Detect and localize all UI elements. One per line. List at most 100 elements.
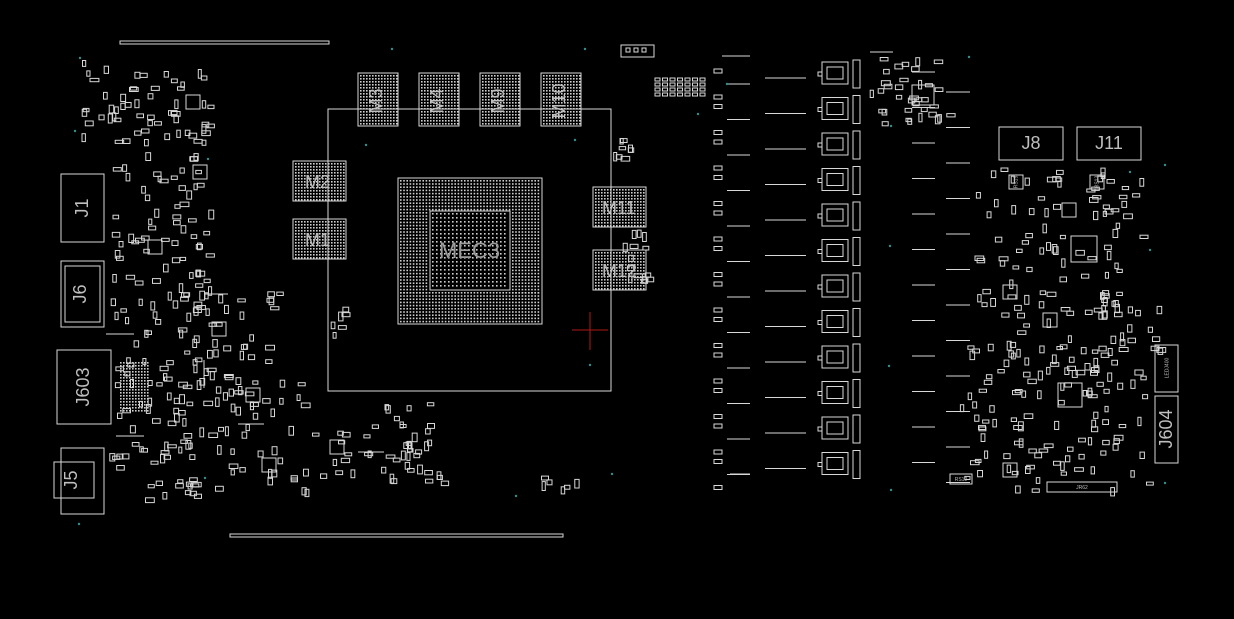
bga-ball xyxy=(307,230,309,232)
bga-ball xyxy=(637,210,639,212)
smd-pad xyxy=(133,340,140,348)
bga-ball xyxy=(310,227,312,229)
bga-ball xyxy=(460,237,462,239)
smd-pad xyxy=(288,425,294,436)
smd-pad xyxy=(224,375,234,381)
via-dot xyxy=(888,244,892,248)
bga-ball xyxy=(435,180,437,182)
bga-ball xyxy=(496,281,498,283)
bga-ball xyxy=(424,75,426,77)
bga-ball xyxy=(555,105,557,107)
bga-ball xyxy=(393,105,395,107)
bga-ball xyxy=(476,199,479,201)
bga-ball xyxy=(456,241,458,243)
bga-ball xyxy=(634,258,636,260)
bga-ball xyxy=(457,202,460,204)
smd-pad xyxy=(1066,310,1075,316)
bga-ball xyxy=(325,239,327,241)
bga-ball xyxy=(484,213,486,215)
resistor-rs15-outline xyxy=(1008,174,1024,190)
smd-pad xyxy=(413,452,421,459)
bga-ball xyxy=(564,96,566,98)
bga-ball xyxy=(396,90,398,92)
bga-ball xyxy=(521,228,524,230)
bga-ball xyxy=(521,272,524,275)
smd-pad xyxy=(1046,291,1057,297)
bga-ball xyxy=(322,227,324,229)
bga-ball xyxy=(464,257,466,259)
bga-ball xyxy=(295,233,297,235)
bga-ball xyxy=(460,183,463,185)
bga-ball xyxy=(515,288,517,291)
bga-ball xyxy=(454,304,456,307)
bga-ball xyxy=(496,186,498,188)
bga-ball xyxy=(598,216,600,218)
smd-pad xyxy=(1113,438,1120,445)
smd-pad xyxy=(426,402,435,407)
bga-ball xyxy=(419,208,421,211)
bga-ball xyxy=(497,84,499,86)
bga-ball xyxy=(464,196,466,198)
bga-ball xyxy=(480,183,482,185)
bga-ball xyxy=(579,99,581,101)
bga-ball xyxy=(439,81,441,83)
bga-ball xyxy=(457,205,460,208)
bga-ball xyxy=(518,317,520,320)
bga-ball xyxy=(448,281,450,283)
bga-ball xyxy=(337,221,339,223)
bga-ball xyxy=(616,258,618,260)
bga-ball xyxy=(503,111,505,113)
bga-ball xyxy=(427,114,429,116)
bga-ball xyxy=(457,295,460,297)
bga-ball xyxy=(416,285,418,288)
bga-ball xyxy=(518,295,520,297)
bga-ball xyxy=(482,87,484,89)
bga-ball xyxy=(497,114,499,116)
bga-ball xyxy=(472,257,474,259)
bga-ball xyxy=(456,253,458,255)
bga-ball xyxy=(295,181,297,183)
bga-ball xyxy=(457,93,459,95)
bga-ball xyxy=(440,273,442,275)
bga-ball xyxy=(631,264,633,266)
bga-ball xyxy=(480,202,482,204)
bga-ball xyxy=(500,277,502,279)
bga-ball xyxy=(120,371,122,373)
bga-ball xyxy=(631,276,633,278)
smd-pad xyxy=(86,70,91,77)
bga-ball xyxy=(492,257,494,259)
smd-pad xyxy=(1060,307,1071,312)
bga-ball xyxy=(331,199,333,201)
bga-ball xyxy=(316,233,318,235)
bga-ball xyxy=(561,105,563,107)
smd-pad xyxy=(895,94,903,100)
smd-pad xyxy=(1084,363,1091,371)
bga-ball xyxy=(433,102,435,104)
bga-ball xyxy=(485,99,487,101)
bga-ball xyxy=(422,189,424,192)
bga-ball xyxy=(409,272,412,275)
smd-pad xyxy=(145,152,152,161)
bga-ball xyxy=(310,254,312,256)
bga-ball xyxy=(502,298,504,300)
bga-ball xyxy=(412,263,415,265)
bga-ball xyxy=(576,102,578,104)
bga-ball xyxy=(432,298,434,300)
bga-ball xyxy=(616,270,618,272)
bga-ball xyxy=(492,237,494,239)
bga-ball xyxy=(561,108,563,110)
bga-ball xyxy=(419,317,421,320)
bga-ball xyxy=(337,254,339,256)
bga-ball xyxy=(307,239,309,241)
bga-ball xyxy=(396,102,398,104)
bga-ball xyxy=(515,212,517,214)
bga-ball xyxy=(643,279,645,281)
bga-ball xyxy=(468,225,470,227)
bga-ball xyxy=(325,242,327,244)
bga-ball xyxy=(381,90,383,92)
bga-ball xyxy=(369,105,371,107)
bga-ball xyxy=(531,285,533,288)
smd-pad xyxy=(113,117,122,123)
bga-ball xyxy=(579,120,581,122)
bga-ball xyxy=(518,215,520,217)
